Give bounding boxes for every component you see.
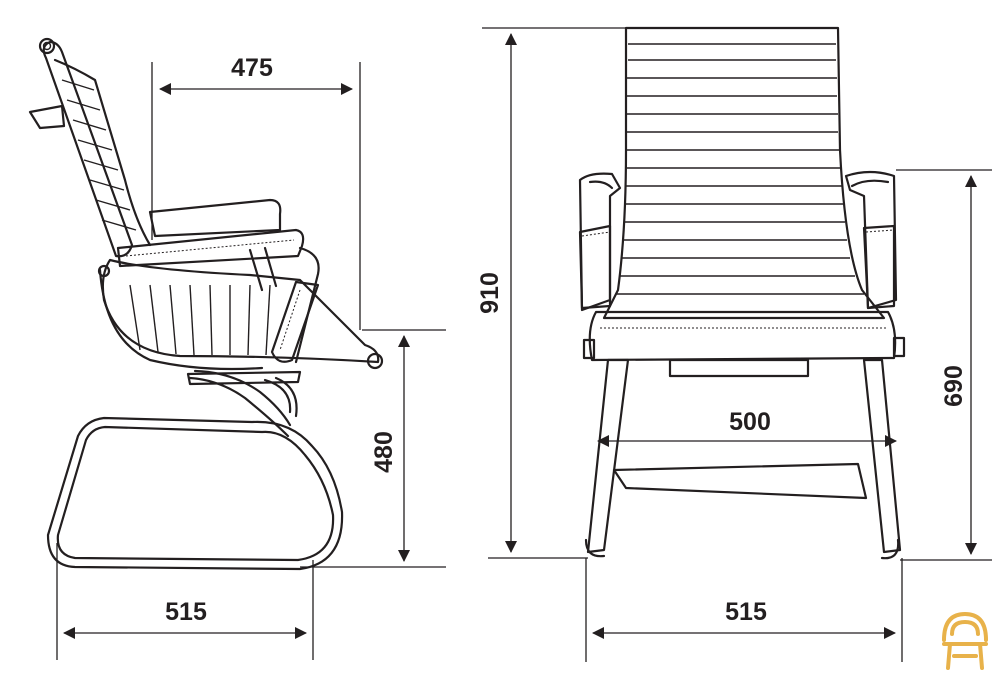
side-depth-label: 475 [231, 54, 273, 82]
armchair-logo-icon [942, 611, 988, 670]
front-width-label: 500 [729, 408, 771, 436]
front-height-dimension: 910 [476, 27, 838, 559]
front-arm-height-dimension: 690 [896, 169, 992, 561]
side-base-dimension: 515 [56, 543, 314, 660]
front-view-chair [578, 26, 906, 560]
side-seat-height-label: 480 [370, 431, 398, 473]
front-width-dimension: 500 [597, 408, 897, 447]
side-view-chair [28, 37, 384, 571]
front-height-label: 910 [476, 272, 504, 314]
side-depth-dimension: 475 [151, 54, 361, 330]
front-base-dimension: 515 [585, 558, 903, 662]
side-base-label: 515 [165, 598, 207, 626]
front-base-label: 515 [725, 598, 767, 626]
front-arm-height-label: 690 [940, 365, 968, 407]
side-seat-height-dimension: 480 [300, 329, 446, 568]
